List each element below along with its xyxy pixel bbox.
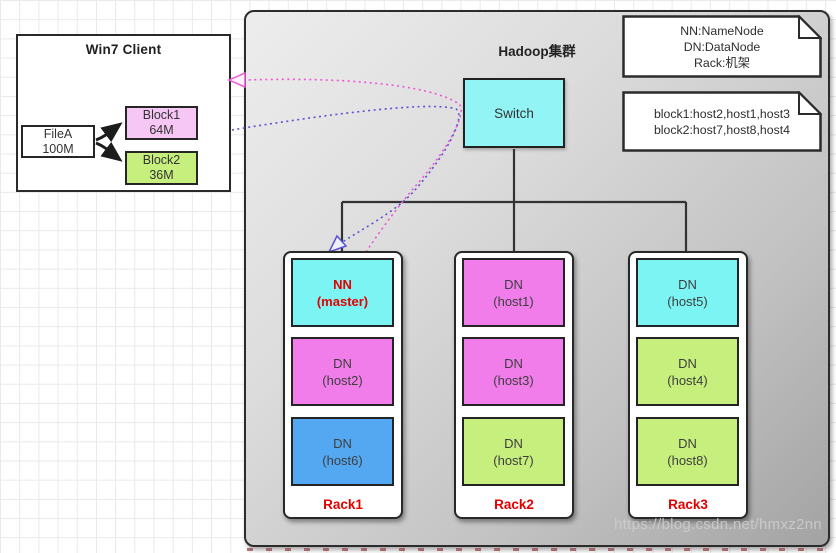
legend-line-dn: DN:DataNode	[683, 39, 761, 54]
nn-to-client-arrowhead	[227, 71, 246, 89]
block1-placement: block1:host2,host1,host3	[653, 106, 791, 121]
legend-line-rack: Rack:机架	[693, 55, 751, 70]
watermark-url: https://blog.csdn.net/hmxz2nn	[614, 516, 822, 533]
node-line1: DN	[678, 355, 697, 371]
page-break-dashes	[247, 548, 832, 551]
hadoop-cluster-title: Hadoop集群	[498, 44, 576, 59]
block1-name: Block1	[142, 108, 181, 122]
block2-placement: block2:host7,host8,host4	[653, 122, 791, 137]
node-line2: (host2)	[322, 372, 363, 388]
block-placement-note: block1:host2,host1,host3 block2:host7,ho…	[622, 91, 822, 152]
node-line2: (host7)	[493, 452, 534, 468]
note-shape	[622, 15, 822, 78]
node-line2: (host6)	[322, 452, 363, 468]
node-line1: DN	[678, 276, 697, 292]
switch-label: Switch	[494, 105, 534, 121]
node-nn-master: NN (master)	[291, 258, 394, 327]
block2-box: Block2 36M	[125, 151, 198, 185]
filea-name: FileA	[43, 126, 73, 141]
node-line2: (host8)	[667, 452, 708, 468]
node-line2: (host3)	[493, 372, 534, 388]
filea-box: FileA 100M	[21, 125, 95, 158]
node-dn-host8: DN (host8)	[636, 417, 739, 486]
legend-note: NN:NameNode DN:DataNode Rack:机架	[622, 15, 822, 78]
rack2-label: Rack2	[494, 497, 534, 512]
legend-line-nn: NN:NameNode	[680, 23, 764, 38]
node-dn-host6: DN (host6)	[291, 417, 394, 486]
block1-size: 64M	[149, 123, 174, 137]
node-dn-host1: DN (host1)	[462, 258, 565, 327]
note-shape	[622, 91, 822, 152]
rack3-container: DN (host5) DN (host4) DN (host8) Rack3	[628, 251, 748, 519]
node-line1: DN	[504, 276, 523, 292]
node-line1: DN	[333, 355, 352, 371]
block2-size: 36M	[149, 168, 174, 182]
rack3-label: Rack3	[668, 497, 708, 512]
node-dn-host7: DN (host7)	[462, 417, 565, 486]
node-dn-host5: DN (host5)	[636, 258, 739, 327]
win7-client-container: Win7 Client	[16, 34, 231, 192]
switch-box: Switch	[463, 78, 565, 148]
node-dn-host4: DN (host4)	[636, 337, 739, 406]
filea-size: 100M	[42, 141, 74, 156]
block1-box: Block1 64M	[125, 106, 198, 140]
node-line2: (host1)	[493, 293, 534, 309]
node-line2: (host5)	[667, 293, 708, 309]
rack1-label: Rack1	[323, 497, 363, 512]
legend-note-text: NN:NameNode DN:DataNode Rack:机架	[622, 15, 822, 78]
node-line2: (master)	[316, 293, 369, 309]
block2-name: Block2	[142, 153, 181, 167]
rack2-container: DN (host1) DN (host3) DN (host7) Rack2	[454, 251, 574, 519]
node-line2: (host4)	[667, 372, 708, 388]
win7-client-title: Win7 Client	[85, 42, 162, 57]
block-placement-text: block1:host2,host1,host3 block2:host7,ho…	[622, 91, 822, 152]
node-line1: NN	[333, 276, 352, 292]
node-line1: DN	[504, 435, 523, 451]
node-line1: DN	[678, 435, 697, 451]
rack1-container: NN (master) DN (host2) DN (host6) Rack1	[283, 251, 403, 519]
node-line1: DN	[333, 435, 352, 451]
node-line1: DN	[504, 355, 523, 371]
node-dn-host3: DN (host3)	[462, 337, 565, 406]
node-dn-host2: DN (host2)	[291, 337, 394, 406]
